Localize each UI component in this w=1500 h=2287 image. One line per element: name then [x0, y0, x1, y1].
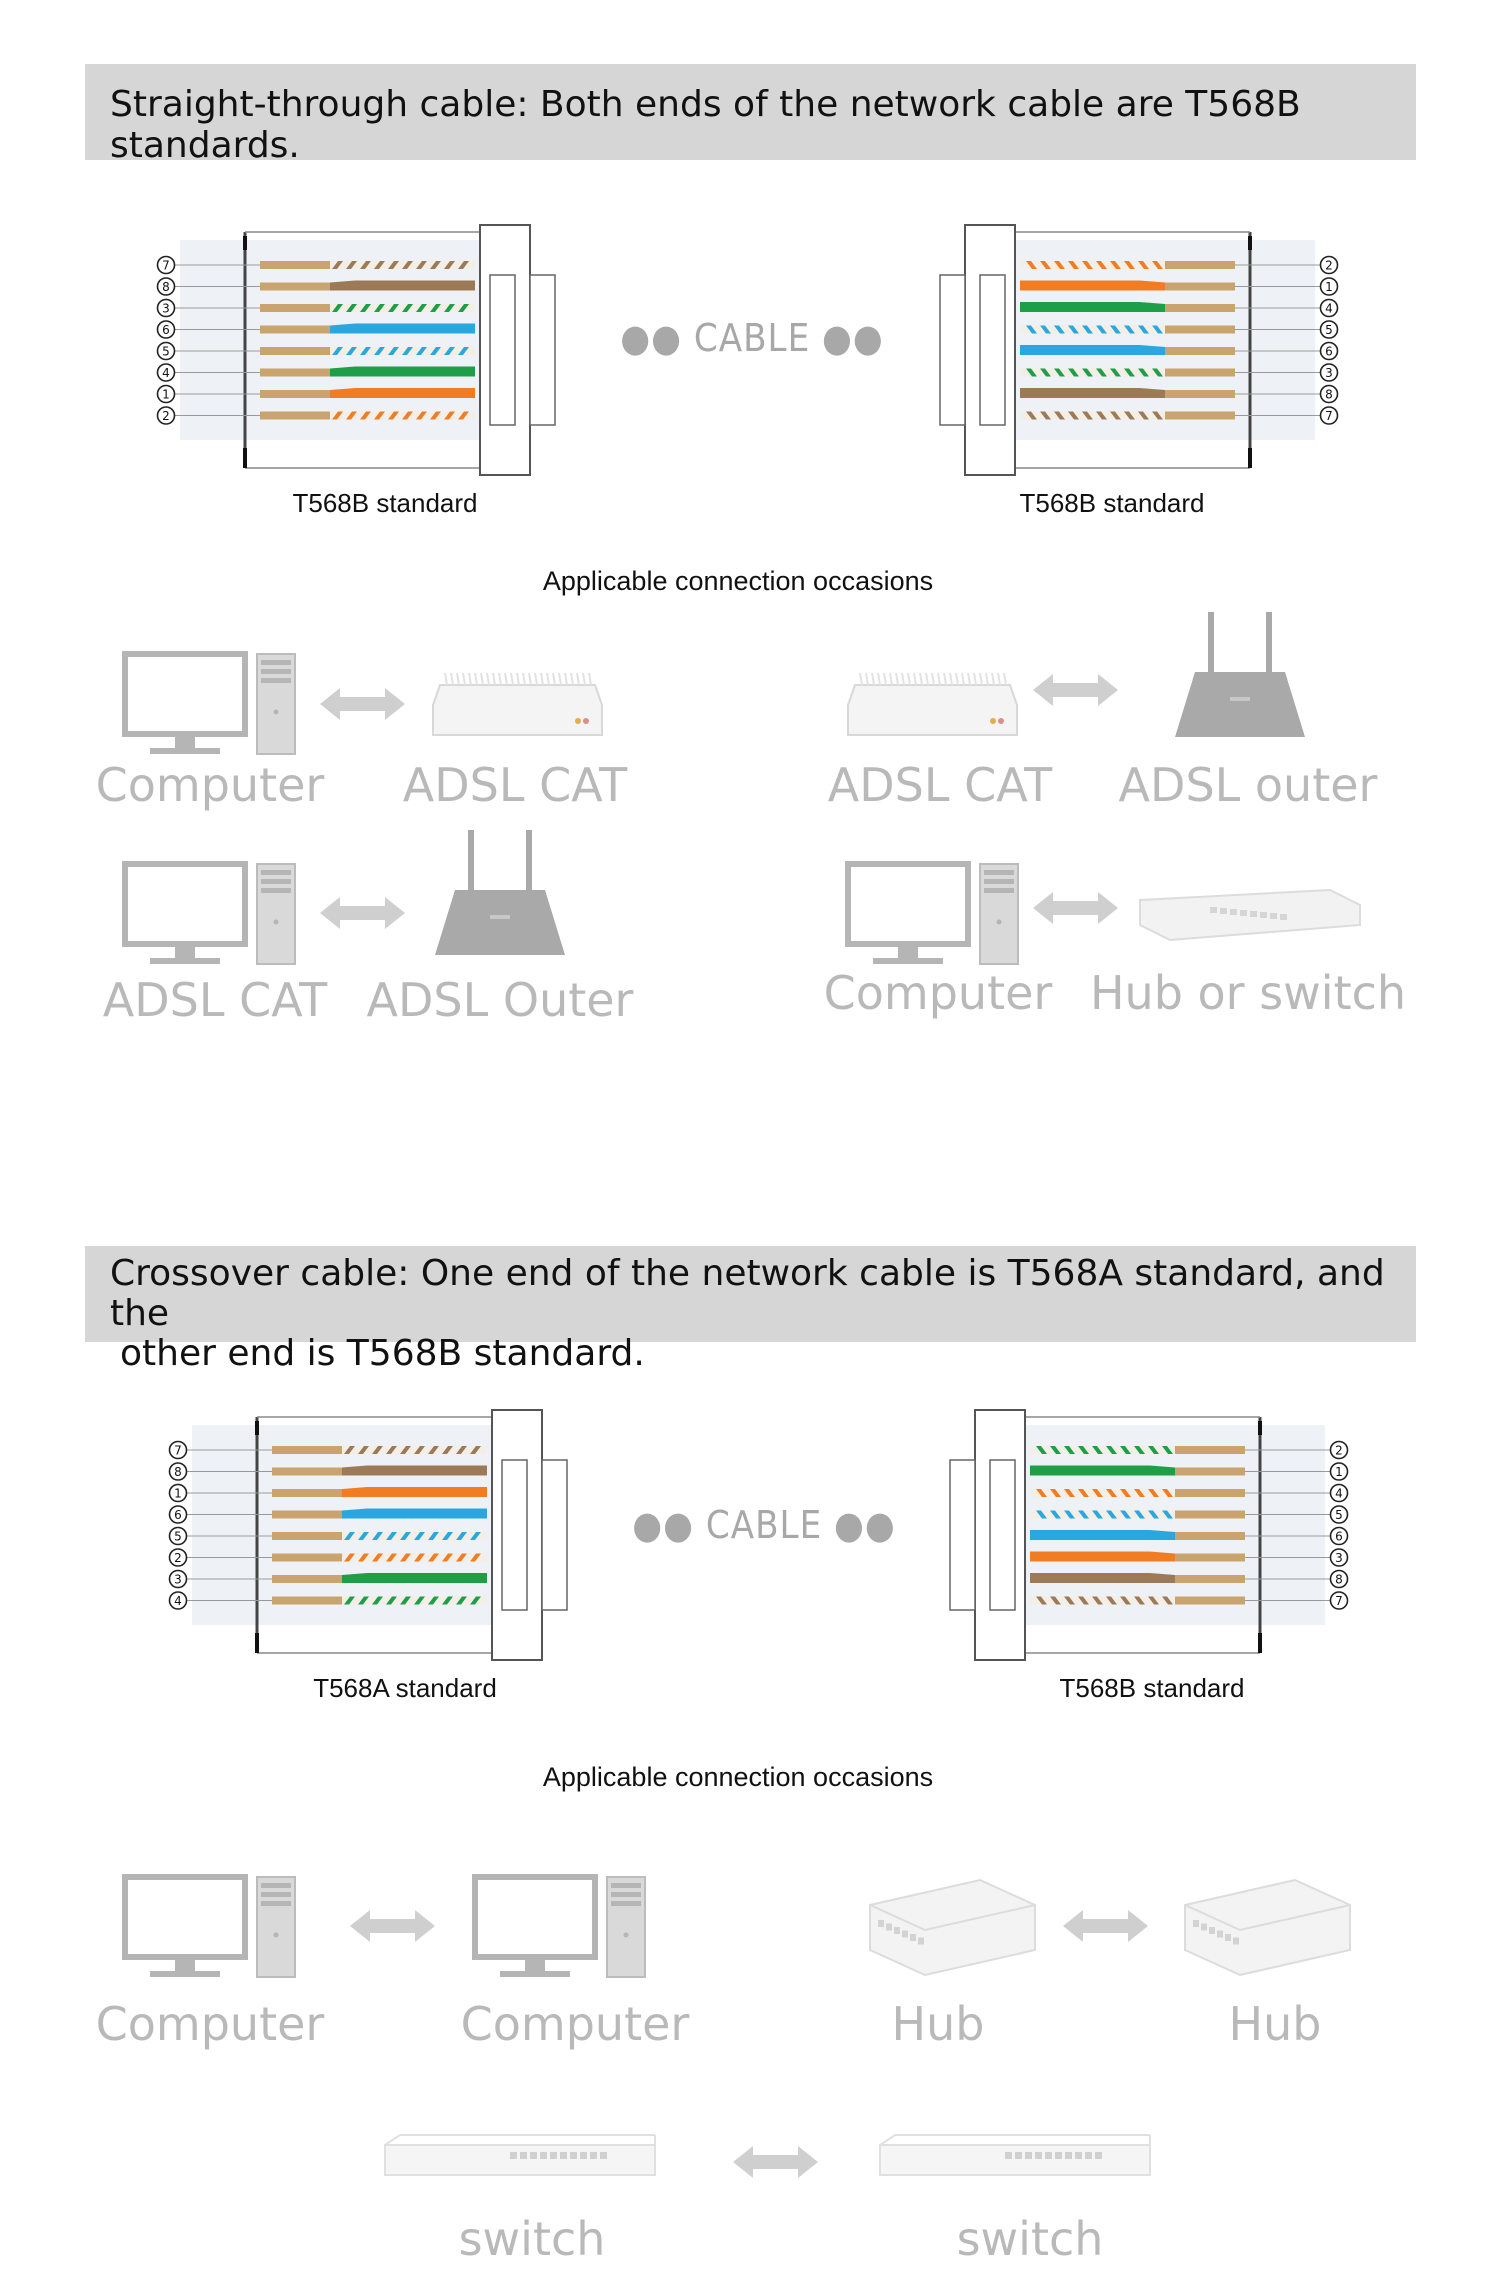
dot-icon: ●●	[834, 1503, 896, 1547]
svg-text:6: 6	[1325, 345, 1333, 359]
crossover-banner: Crossover cable: One end of the network …	[85, 1246, 1416, 1374]
device-label: ADSL CAT	[102, 973, 328, 1027]
svg-text:6: 6	[174, 1508, 182, 1522]
modem-icon	[432, 672, 603, 736]
device-label: ADSL outer	[1118, 758, 1378, 812]
device-label: Computer	[823, 966, 1053, 1020]
svg-text:3: 3	[174, 1573, 182, 1587]
hub-icon	[1184, 1878, 1351, 1977]
rj45-connector-left-s2: 7 8 1 6 5 2 3 4	[168, 1409, 568, 1661]
svg-text:5: 5	[174, 1530, 182, 1544]
svg-text:6: 6	[1335, 1530, 1343, 1544]
cable-text: CABLE	[693, 316, 811, 360]
svg-text:6: 6	[162, 323, 170, 337]
svg-text:7: 7	[174, 1444, 182, 1458]
svg-text:5: 5	[1325, 323, 1333, 337]
crossover-title-line2: other end is T568B standard.	[120, 1333, 645, 1374]
svg-text:8: 8	[162, 280, 170, 294]
svg-text:4: 4	[1325, 302, 1333, 316]
svg-text:7: 7	[1325, 409, 1333, 423]
switch-icon	[1139, 888, 1361, 942]
device-label: ADSL CAT	[827, 758, 1053, 812]
svg-text:1: 1	[1335, 1465, 1343, 1479]
device-label: ADSL Outer	[366, 973, 634, 1027]
rj45-connector-left-s1: 7 8 3 6 5 4 1 2	[156, 224, 556, 476]
double-arrow-icon	[1063, 1910, 1148, 1942]
double-arrow-icon	[350, 1910, 435, 1942]
svg-text:2: 2	[1325, 259, 1333, 273]
t568b-label-left: T568B standard	[292, 488, 478, 518]
modem-icon	[847, 672, 1018, 736]
computer-icon	[122, 651, 296, 755]
svg-text:8: 8	[1335, 1573, 1343, 1587]
svg-text:2: 2	[162, 409, 170, 423]
occasions-heading-s2: Applicable connection occasions	[542, 1762, 934, 1792]
svg-text:5: 5	[1335, 1508, 1343, 1522]
device-label: Hub or switch	[1089, 966, 1407, 1020]
double-arrow-icon	[1033, 892, 1118, 924]
svg-text:3: 3	[1325, 366, 1333, 380]
svg-text:1: 1	[1325, 280, 1333, 294]
svg-text:1: 1	[174, 1487, 182, 1501]
router-icon	[1175, 612, 1305, 737]
hub-icon	[869, 1878, 1036, 1977]
svg-text:7: 7	[1335, 1594, 1343, 1608]
svg-text:1: 1	[162, 388, 170, 402]
svg-text:4: 4	[174, 1594, 182, 1608]
switch-icon	[879, 2134, 1151, 2176]
svg-text:3: 3	[1335, 1551, 1343, 1565]
switch-icon	[384, 2134, 656, 2176]
crossover-title-line1: Crossover cable: One end of the network …	[110, 1253, 1385, 1334]
computer-icon	[845, 861, 1019, 965]
svg-text:2: 2	[1335, 1444, 1343, 1458]
device-label: Computer	[95, 758, 325, 812]
device-label: switch	[458, 2212, 606, 2266]
straight-through-banner: Straight-through cable: Both ends of the…	[85, 64, 1416, 166]
t568a-label: T568A standard	[313, 1673, 497, 1703]
double-arrow-icon	[1033, 674, 1118, 706]
svg-text:3: 3	[162, 302, 170, 316]
device-label: Computer	[460, 1997, 690, 2051]
straight-through-title: Straight-through cable: Both ends of the…	[110, 84, 1301, 166]
svg-text:4: 4	[162, 366, 170, 380]
double-arrow-icon	[320, 688, 405, 720]
cable-label-s1: ●● CABLE ●●	[620, 316, 883, 360]
dot-icon: ●●	[620, 316, 682, 360]
cable-text: CABLE	[705, 1503, 823, 1547]
dot-icon: ●●	[632, 1503, 694, 1547]
svg-text:4: 4	[1335, 1487, 1343, 1501]
computer-icon	[122, 861, 296, 965]
occasions-heading-s1: Applicable connection occasions	[542, 566, 934, 596]
rj45-connector-right-s1: 2 1 4 5 6 3 8 7	[939, 224, 1339, 476]
t568b-label-s2: T568B standard	[1059, 1673, 1245, 1703]
dot-icon: ●●	[822, 316, 884, 360]
device-label: Computer	[95, 1997, 325, 2051]
svg-text:7: 7	[162, 259, 170, 273]
device-label: ADSL CAT	[402, 758, 628, 812]
t568b-label-right: T568B standard	[1019, 488, 1205, 518]
computer-icon	[472, 1874, 646, 1978]
double-arrow-icon	[733, 2146, 818, 2178]
cable-label-s2: ●● CABLE ●●	[632, 1503, 895, 1547]
rj45-connector-right-s2: 2 1 4 5 6 3 8 7	[949, 1409, 1349, 1661]
device-label: Hub	[891, 1997, 985, 2051]
device-label: switch	[956, 2212, 1104, 2266]
computer-icon	[122, 1874, 296, 1978]
svg-text:8: 8	[174, 1465, 182, 1479]
svg-text:2: 2	[174, 1551, 182, 1565]
double-arrow-icon	[320, 897, 405, 929]
svg-text:8: 8	[1325, 388, 1333, 402]
svg-text:5: 5	[162, 345, 170, 359]
device-label: Hub	[1228, 1997, 1322, 2051]
router-icon	[435, 830, 565, 955]
